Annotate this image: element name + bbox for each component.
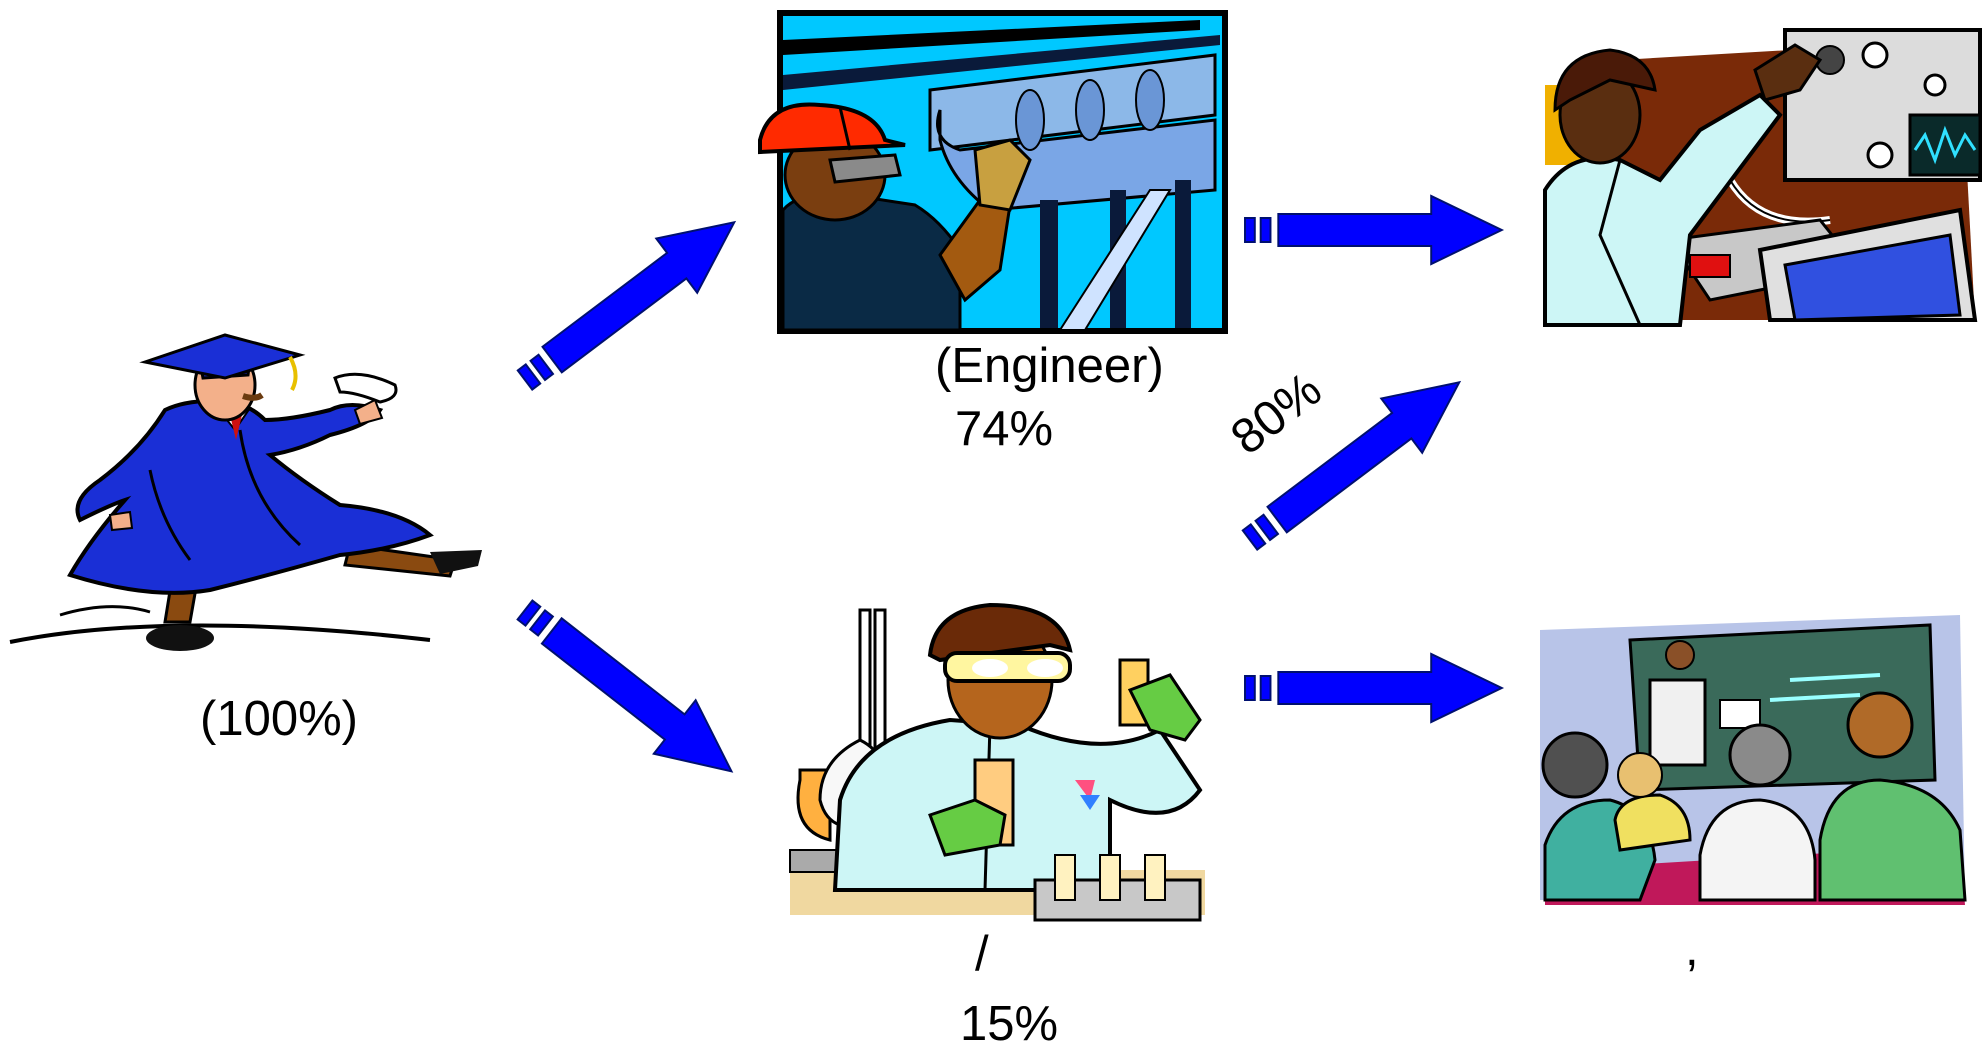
lab-technician-icon (1543, 28, 1982, 327)
scientist-icon (789, 602, 1205, 922)
classroom-icon (1540, 615, 1967, 905)
arrow-icon (1244, 653, 1503, 723)
graduate-icon (9, 333, 482, 651)
classroom-label: , (1685, 922, 1699, 976)
scientist-percent: 15% (960, 997, 1059, 1051)
engineer-percent: 74% (955, 402, 1054, 456)
arrow-icon (1244, 195, 1503, 265)
engineer-icon (758, 10, 1228, 334)
arrow-icon (503, 582, 754, 800)
arrow-icon (503, 194, 756, 409)
scientist-label: / (975, 927, 989, 981)
graduate-label: (100%) (200, 692, 358, 746)
engineer-label: (Engineer) (935, 339, 1164, 393)
